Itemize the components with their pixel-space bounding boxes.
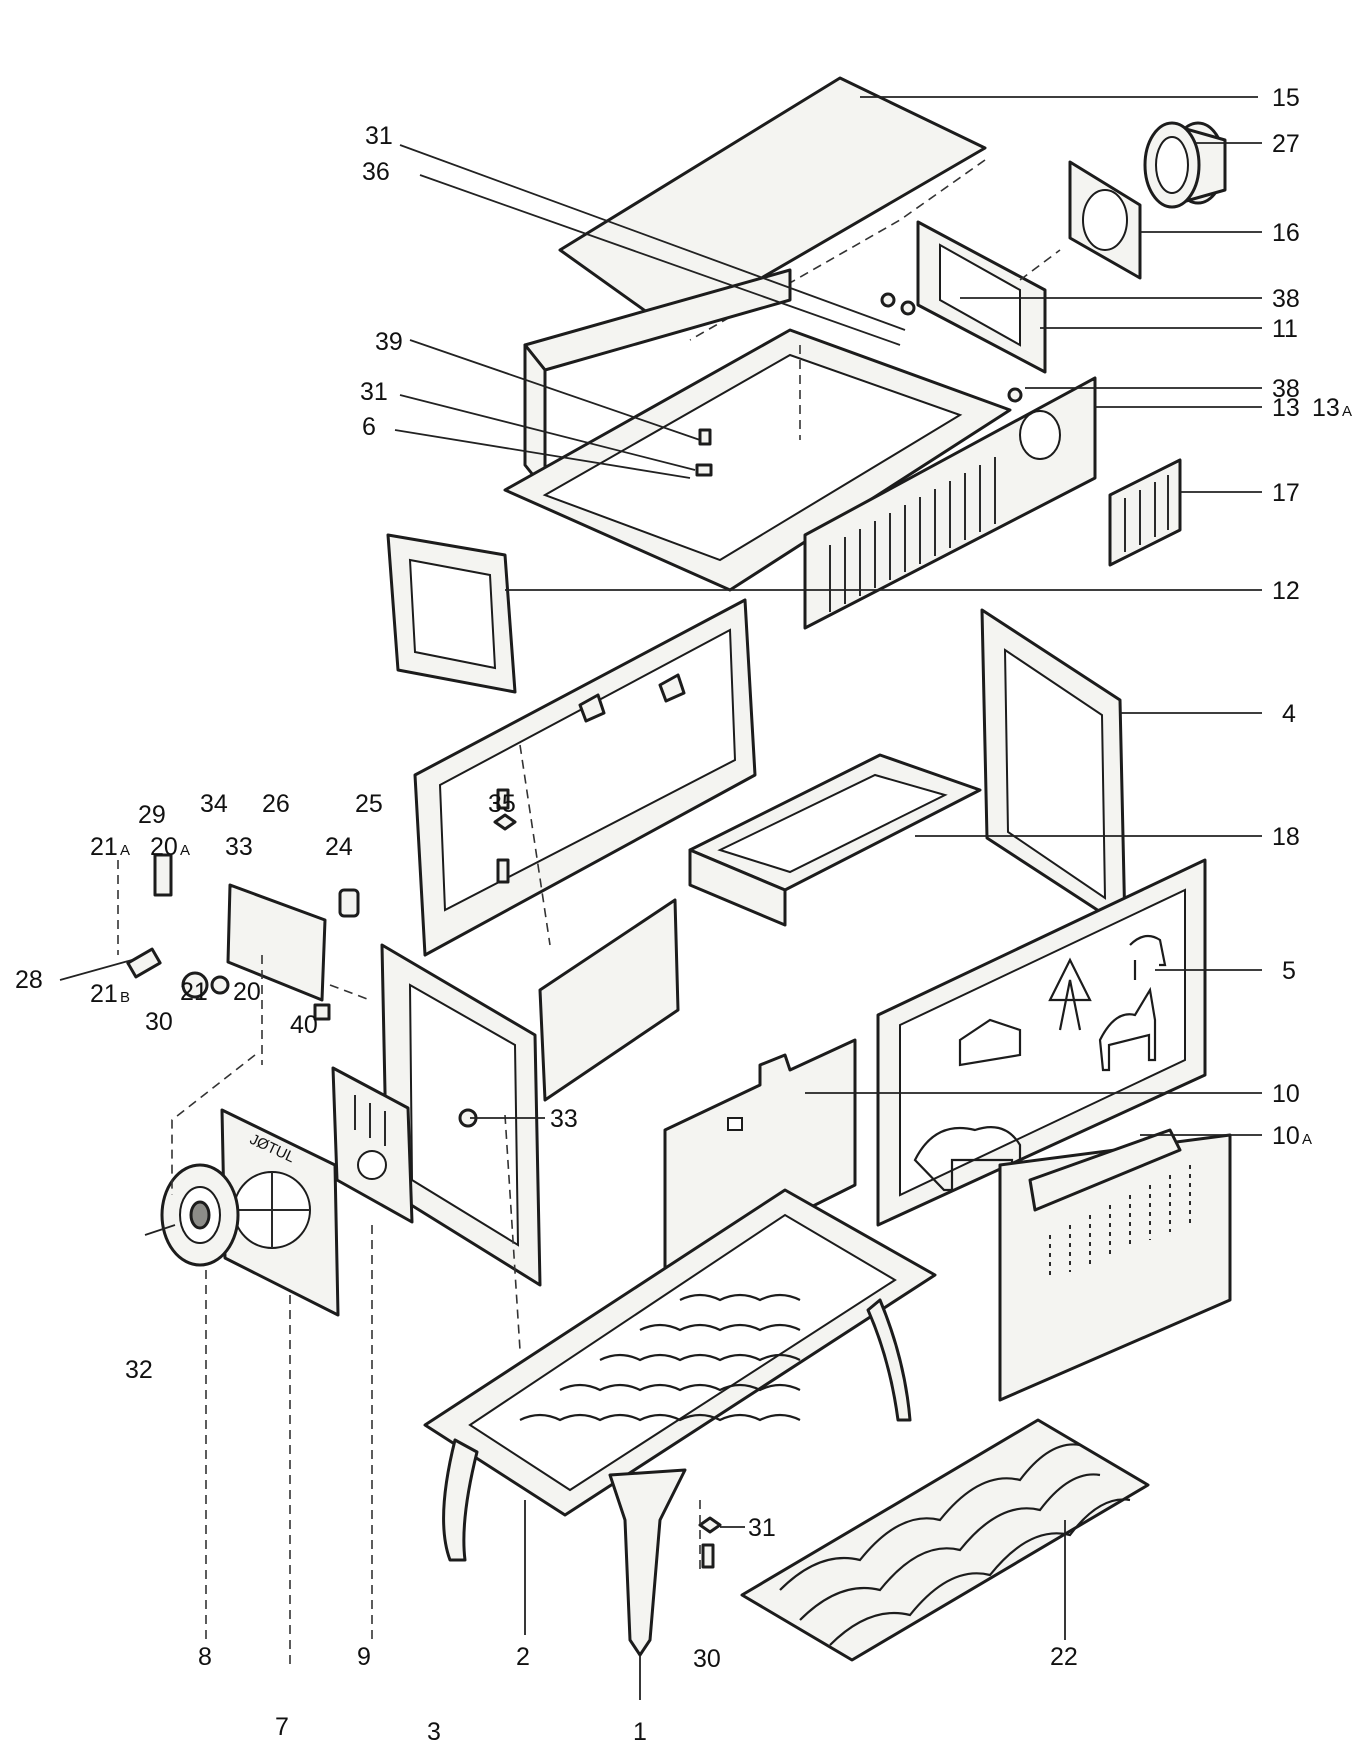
callout-13a-suffix: A xyxy=(1342,403,1352,420)
part-decorative-side-panel xyxy=(876,858,1207,1227)
fasteners xyxy=(144,292,1023,1569)
callout-30: 30 xyxy=(693,1645,721,1673)
callout-39: 39 xyxy=(375,328,403,356)
part-front-door: JØTUL xyxy=(220,1108,340,1317)
callout-16: 16 xyxy=(1272,219,1300,247)
part-hearth-plate xyxy=(740,1418,1150,1662)
callout-12: 12 xyxy=(1272,577,1300,605)
callout-13a: 13 xyxy=(1312,394,1340,422)
callout-18: 18 xyxy=(1272,823,1300,851)
callout-6: 6 xyxy=(362,413,376,441)
callout-8: 8 xyxy=(198,1643,212,1671)
callout-4: 4 xyxy=(1282,700,1296,728)
part-liner-plate-perforated xyxy=(998,1128,1232,1402)
callout-21a: 21 xyxy=(90,833,118,861)
callout-35: 35 xyxy=(488,790,516,818)
part-leg xyxy=(608,1468,687,1657)
part-baffle-tray xyxy=(688,753,982,927)
assembly-lines xyxy=(117,249,1061,1665)
callout-26: 26 xyxy=(262,790,290,818)
part-latch-assembly xyxy=(126,853,510,1021)
callout-34: 34 xyxy=(200,790,228,818)
callout-9: 9 xyxy=(357,1643,371,1671)
perforation-rows xyxy=(1049,1165,1191,1280)
callout-28: 28 xyxy=(15,966,43,994)
part-louvre-cover xyxy=(1108,458,1182,567)
callout-21b-suffix: B xyxy=(120,989,130,1006)
callout-1: 1 xyxy=(633,1718,647,1746)
callout-15: 15 xyxy=(1272,84,1300,112)
part-small-frame-panel xyxy=(386,533,517,694)
callout-20a: 20 xyxy=(150,833,178,861)
callout-27: 27 xyxy=(1272,130,1300,158)
callout-7: 7 xyxy=(275,1713,289,1741)
callout-31: 31 xyxy=(748,1514,776,1542)
callout-30: 30 xyxy=(145,1008,173,1036)
louvre-grille xyxy=(829,457,996,612)
leader-lines xyxy=(59,96,1262,1700)
callout-40: 40 xyxy=(290,1011,318,1039)
callout-29: 29 xyxy=(138,801,166,829)
callout-24: 24 xyxy=(325,833,353,861)
callout-17: 17 xyxy=(1272,479,1300,507)
callout-10: 10 xyxy=(1272,1080,1300,1108)
part-flue-outlet xyxy=(1068,160,1142,280)
callout-22: 22 xyxy=(1050,1643,1078,1671)
callout-3: 3 xyxy=(427,1718,441,1746)
callout-20a-suffix: A xyxy=(180,842,190,859)
part-top-frame xyxy=(503,268,1012,592)
callout-21a-suffix: A xyxy=(120,842,130,859)
callout-31: 31 xyxy=(360,378,388,406)
part-door-liner xyxy=(538,898,680,1102)
callout-33: 33 xyxy=(550,1105,578,1133)
callout-33: 33 xyxy=(225,833,253,861)
part-side-panel-louvred xyxy=(803,376,1097,630)
callout-2: 2 xyxy=(516,1643,530,1671)
grate-pattern xyxy=(519,1293,801,1422)
callout-21: 21 xyxy=(180,978,208,1006)
callout-31: 31 xyxy=(365,122,393,150)
callout-10a-suffix: A xyxy=(1302,1131,1312,1148)
callout-labels: 15 27 16 38 11 38 13 13 A 17 12 4 18 5 1… xyxy=(15,84,1352,1746)
part-rear-upper-panel xyxy=(916,220,1047,374)
callout-13: 13 xyxy=(1272,394,1300,422)
callout-5: 5 xyxy=(1282,957,1296,985)
callout-21b: 21 xyxy=(90,980,118,1008)
callout-25: 25 xyxy=(355,790,383,818)
part-base-grate xyxy=(423,1188,937,1562)
callout-36: 36 xyxy=(362,158,390,186)
callout-38: 38 xyxy=(1272,285,1300,313)
part-spin-draft xyxy=(160,1163,240,1267)
callout-10a: 10 xyxy=(1272,1122,1300,1150)
callout-32: 32 xyxy=(125,1356,153,1384)
callout-20: 20 xyxy=(233,978,261,1006)
part-air-control-plate xyxy=(331,1066,414,1224)
callout-11: 11 xyxy=(1272,315,1298,343)
part-flue-collar xyxy=(1143,121,1227,209)
part-side-frame xyxy=(980,608,1127,930)
callout-38: 38 xyxy=(1272,375,1300,403)
